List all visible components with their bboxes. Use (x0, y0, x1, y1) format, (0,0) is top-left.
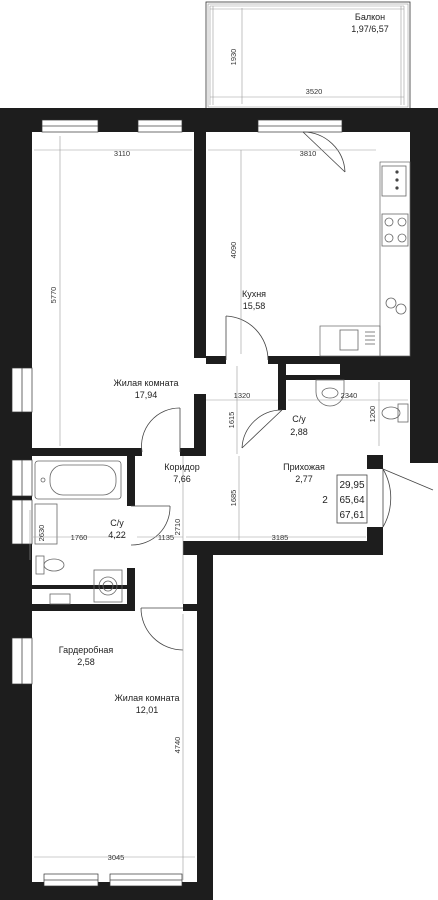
dim-bath2-depth: 2630 (37, 525, 46, 542)
bath2-name: С/у (110, 518, 124, 528)
window-icon (11, 119, 343, 887)
balcony (205, 1, 411, 110)
living2-name: Жилая комната (114, 693, 179, 703)
living1-area: 17,94 (135, 390, 158, 400)
dim-corridor-2710: 2710 (173, 519, 182, 536)
sink-icon (315, 379, 345, 407)
door-swing-icon (130, 131, 434, 651)
bathtub-icon (34, 460, 122, 500)
kitchen-name: Кухня (242, 289, 266, 299)
dimension-lines (29, 8, 408, 880)
dim-hall-1685: 1685 (229, 490, 238, 507)
dim-kitchen-width: 3810 (300, 149, 317, 158)
kitchen-fixtures (319, 161, 411, 357)
dim-bath1-depth: 1200 (368, 406, 377, 423)
kitchen-area: 15,58 (243, 301, 266, 311)
hall-name: Прихожая (283, 462, 325, 472)
dimension-labels: 1930 3520 3110 3810 5770 4090 1320 2340 … (37, 49, 377, 862)
dim-balcony-depth: 1930 (229, 49, 238, 66)
stove-icon (381, 165, 409, 247)
summary-living-area: 29,95 (339, 480, 364, 491)
area-summary: 2 29,95 65,64 67,61 (322, 474, 368, 524)
wardrobe-area: 2,58 (77, 657, 95, 667)
bath2-area: 4,22 (108, 530, 126, 540)
bath2-fixtures (34, 460, 123, 605)
corridor-name: Коридор (164, 462, 200, 472)
washing-machine-icon (93, 569, 123, 603)
sink-icon (339, 297, 407, 351)
dim-balcony-width: 3520 (306, 87, 323, 96)
living1-name: Жилая комната (113, 378, 178, 388)
dim-living1-depth: 5770 (49, 287, 58, 304)
summary-total-with-balcony: 67,61 (339, 510, 364, 521)
room-labels: Балкон 1,97/6,57 Жилая комната 17,94 Кух… (59, 12, 389, 715)
dim-corridor-1135: 1135 (158, 533, 174, 542)
balcony-area: 1,97/6,57 (351, 24, 389, 34)
dim-hall-width: 3185 (272, 533, 289, 542)
living2-area: 12,01 (136, 705, 159, 715)
dim-bath2-width: 1760 (71, 533, 88, 542)
bath1-fixtures (315, 379, 409, 423)
wardrobe-name: Гардеробная (59, 645, 114, 655)
toilet-icon (381, 403, 409, 423)
dim-living1-width: 3110 (114, 149, 130, 158)
dim-kitchen-depth: 4090 (229, 242, 238, 259)
corridor-area: 7,66 (173, 474, 191, 484)
dim-corridor-1320: 1320 (234, 391, 251, 400)
bath1-area: 2,88 (290, 427, 308, 437)
balcony-name: Балкон (355, 12, 385, 22)
hall-area: 2,77 (295, 474, 313, 484)
toilet-icon (35, 555, 65, 575)
summary-total-area: 65,64 (339, 495, 364, 506)
dim-bath1-width: 2340 (341, 391, 358, 400)
dim-corridor-1615: 1615 (227, 412, 236, 429)
bath1-name: С/у (292, 414, 306, 424)
dim-living2-width: 3045 (108, 853, 125, 862)
dim-living2-depth: 4740 (173, 737, 182, 754)
summary-rooms-count: 2 (322, 495, 328, 506)
walls (0, 108, 438, 900)
